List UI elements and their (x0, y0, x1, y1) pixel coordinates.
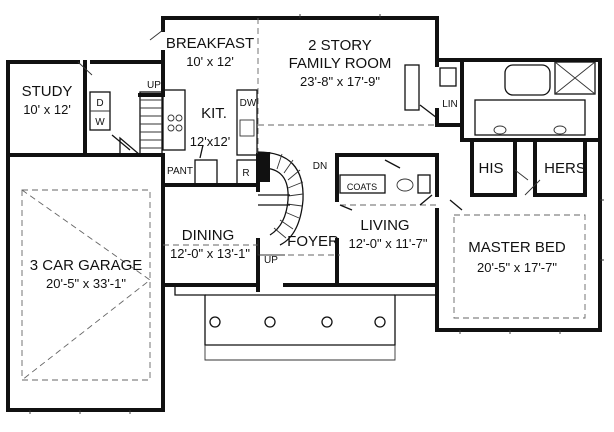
powder-room (339, 159, 433, 211)
kitchen-label: KIT. (201, 105, 227, 122)
garage-label: 3 CAR GARAGE (30, 257, 143, 274)
dn-label: DN (313, 161, 327, 172)
living-size: 12'-0" x 11'-7" (349, 236, 428, 251)
master-bath (404, 61, 596, 211)
coats-label: COATS (347, 182, 377, 192)
up-label-bottom: UP (264, 255, 278, 266)
study-size: 10' x 12' (23, 102, 71, 117)
family-room-label-1: 2 STORY (308, 37, 372, 54)
garage-size: 20'-5" x 33'-1" (46, 276, 126, 291)
dining-size: 12'-0" x 13'-1" (170, 246, 250, 261)
curved-staircase (257, 151, 304, 256)
dining-label: DINING (182, 227, 235, 244)
pantry-label: PANT (167, 166, 193, 177)
his-label: HIS (478, 160, 503, 177)
kitchen-size: 12'x12' (190, 134, 230, 149)
breakfast-label: BREAKFAST (166, 35, 254, 52)
breakfast-size: 10' x 12' (186, 54, 234, 69)
front-porch (174, 285, 437, 361)
hers-label: HERS (544, 160, 586, 177)
study-label: STUDY (22, 83, 73, 100)
laundry (89, 91, 131, 151)
kitchen-fixtures (162, 89, 258, 186)
stairs-up-garage (119, 91, 163, 156)
refrigerator-label: R (242, 168, 249, 179)
linen-label: LIN (442, 99, 458, 110)
family-room-size: 23'-8" x 17'-9" (300, 74, 380, 89)
door-swings (77, 29, 541, 196)
family-room-label-2: FAMILY ROOM (289, 55, 392, 72)
washer-label: W (95, 117, 105, 128)
master-bed-label: MASTER BED (468, 239, 566, 256)
up-label-top: UP (147, 80, 161, 91)
foyer-label: FOYER (287, 233, 339, 250)
living-label: LIVING (360, 217, 409, 234)
walls (6, 16, 602, 412)
dw-label: DW (240, 98, 257, 109)
master-bed-size: 20'-5" x 17'-7" (477, 260, 557, 275)
window-ticks (29, 14, 604, 414)
dryer-label: D (96, 98, 103, 109)
